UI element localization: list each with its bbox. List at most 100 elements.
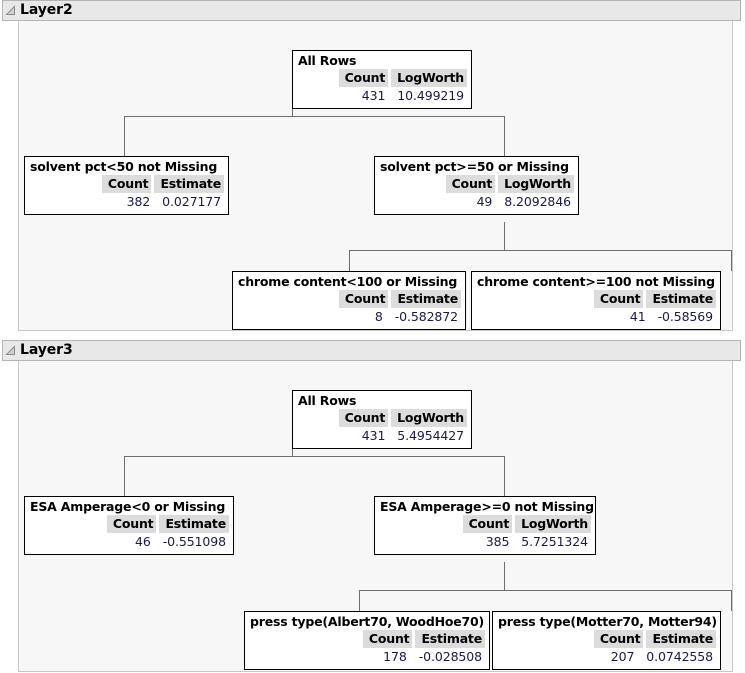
value-metric: 10.499219 bbox=[397, 88, 464, 103]
node-title: press type(Albert70, WoodHoe70) bbox=[250, 614, 485, 629]
column-header-count: Count bbox=[338, 409, 389, 427]
column-header-metric: Estimate bbox=[646, 290, 716, 308]
node-column-headers: Count LogWorth bbox=[375, 515, 595, 533]
value-metric: 8.2092846 bbox=[504, 194, 571, 209]
value-count: 431 bbox=[361, 428, 386, 443]
node-column-headers: Count Estimate bbox=[472, 290, 720, 308]
layer-title: Layer3 bbox=[20, 342, 73, 358]
value-metric: -0.582872 bbox=[394, 309, 458, 324]
node-title: All Rows bbox=[298, 53, 357, 68]
column-header-count: Count bbox=[362, 630, 413, 648]
node-column-headers: Count LogWorth bbox=[375, 175, 578, 193]
node-values: 8 -0.582872 bbox=[233, 308, 465, 329]
connector-right-stem bbox=[504, 222, 505, 250]
tree-node-right[interactable]: solvent pct>=50 or Missing Count LogWort… bbox=[374, 156, 579, 215]
node-values: 385 5.7251324 bbox=[375, 533, 595, 554]
column-header-count: Count bbox=[593, 290, 644, 308]
column-header-metric: Estimate bbox=[154, 175, 224, 193]
connector-right-drop bbox=[504, 116, 505, 156]
connector-level1-bar bbox=[124, 456, 504, 457]
connector-level2-bar bbox=[349, 250, 731, 251]
column-header-metric: LogWorth bbox=[391, 409, 467, 427]
node-values: 207 0.0742558 bbox=[493, 648, 720, 669]
connector-right-drop bbox=[504, 456, 505, 496]
value-count: 46 bbox=[135, 534, 151, 549]
node-title: All Rows bbox=[298, 393, 357, 408]
node-title: solvent pct<50 not Missing bbox=[30, 159, 218, 174]
node-title: chrome content>=100 not Missing bbox=[477, 274, 715, 289]
node-values: 178 -0.028508 bbox=[245, 648, 489, 669]
tree-canvas-layer3: All Rows Count LogWorth 431 5.4954427 ES… bbox=[18, 361, 733, 672]
value-metric: 0.0742558 bbox=[646, 649, 713, 664]
value-metric: -0.58569 bbox=[657, 309, 714, 324]
connector-left-drop bbox=[124, 456, 125, 496]
value-count: 41 bbox=[629, 309, 646, 324]
tree-node-left[interactable]: solvent pct<50 not Missing Count Estimat… bbox=[24, 156, 229, 215]
node-column-headers: Count LogWorth bbox=[293, 69, 471, 87]
value-metric: 5.4954427 bbox=[397, 428, 464, 443]
connector-leafright-drop bbox=[731, 590, 732, 611]
triangle-collapse-icon[interactable] bbox=[4, 0, 17, 21]
tree-node-leaf-left[interactable]: chrome content<100 or Missing Count Esti… bbox=[232, 271, 466, 330]
connector-leafright-drop bbox=[731, 250, 732, 271]
value-metric: -0.551098 bbox=[162, 534, 226, 549]
value-count: 207 bbox=[610, 649, 635, 664]
column-header-count: Count bbox=[338, 69, 389, 87]
tree-node-leaf-right[interactable]: press type(Motter70, Motter94) Count Est… bbox=[492, 611, 721, 670]
node-title: ESA Amperage<0 or Missing bbox=[30, 499, 226, 514]
node-column-headers: Count Estimate bbox=[25, 175, 228, 193]
node-values: 41 -0.58569 bbox=[472, 308, 720, 329]
node-values: 431 5.4954427 bbox=[293, 427, 471, 448]
column-header-metric: Estimate bbox=[391, 290, 461, 308]
node-values: 382 0.027177 bbox=[25, 193, 228, 214]
node-title: ESA Amperage>=0 not Missing bbox=[380, 499, 594, 514]
node-column-headers: Count Estimate bbox=[245, 630, 489, 648]
column-header-metric: Estimate bbox=[159, 515, 229, 533]
value-count: 49 bbox=[476, 194, 493, 209]
value-count: 8 bbox=[374, 309, 383, 324]
value-count: 385 bbox=[485, 534, 510, 549]
tree-canvas-layer2: All Rows Count LogWorth 431 10.499219 so… bbox=[18, 21, 733, 331]
node-column-headers: Count Estimate bbox=[233, 290, 465, 308]
connector-left-drop bbox=[124, 116, 125, 156]
column-header-metric: LogWorth bbox=[498, 175, 574, 193]
tree-node-root[interactable]: All Rows Count LogWorth 431 10.499219 bbox=[292, 50, 472, 109]
value-count: 431 bbox=[361, 88, 386, 103]
layer-panel-layer2: Layer2 All Rows Count LogWorth 431 10.49… bbox=[0, 0, 745, 332]
node-column-headers: Count LogWorth bbox=[293, 409, 471, 427]
column-header-count: Count bbox=[338, 290, 389, 308]
node-values: 49 8.2092846 bbox=[375, 193, 578, 214]
connector-level1-bar bbox=[124, 116, 504, 117]
column-header-count: Count bbox=[106, 515, 157, 533]
tree-node-leaf-left[interactable]: press type(Albert70, WoodHoe70) Count Es… bbox=[244, 611, 490, 670]
value-count: 178 bbox=[383, 649, 407, 664]
node-values: 46 -0.551098 bbox=[25, 533, 233, 554]
column-header-count: Count bbox=[445, 175, 496, 193]
column-header-metric: Estimate bbox=[415, 630, 485, 648]
tree-node-right[interactable]: ESA Amperage>=0 not Missing Count LogWor… bbox=[374, 496, 596, 555]
tree-node-root[interactable]: All Rows Count LogWorth 431 5.4954427 bbox=[292, 390, 472, 449]
column-header-count: Count bbox=[593, 630, 644, 648]
tree-node-left[interactable]: ESA Amperage<0 or Missing Count Estimate… bbox=[24, 496, 234, 555]
node-title: solvent pct>=50 or Missing bbox=[380, 159, 569, 174]
column-header-count: Count bbox=[101, 175, 152, 193]
value-metric: -0.028508 bbox=[418, 649, 482, 664]
tree-node-leaf-right[interactable]: chrome content>=100 not Missing Count Es… bbox=[471, 271, 721, 330]
outline-header-layer2[interactable]: Layer2 bbox=[2, 0, 741, 21]
column-header-metric: Estimate bbox=[646, 630, 716, 648]
value-count: 382 bbox=[126, 194, 151, 209]
value-metric: 5.7251324 bbox=[521, 534, 588, 549]
node-column-headers: Count Estimate bbox=[493, 630, 720, 648]
column-header-count: Count bbox=[462, 515, 513, 533]
node-title: press type(Motter70, Motter94) bbox=[498, 614, 717, 629]
triangle-collapse-icon[interactable] bbox=[4, 340, 17, 361]
column-header-metric: LogWorth bbox=[515, 515, 591, 533]
node-column-headers: Count Estimate bbox=[25, 515, 233, 533]
value-metric: 0.027177 bbox=[162, 194, 221, 209]
node-values: 431 10.499219 bbox=[293, 87, 471, 108]
layer-title: Layer2 bbox=[20, 2, 73, 18]
node-title: chrome content<100 or Missing bbox=[238, 274, 458, 289]
layer-panel-layer3: Layer3 All Rows Count LogWorth 431 5.495… bbox=[0, 340, 745, 673]
outline-header-layer3[interactable]: Layer3 bbox=[2, 340, 741, 361]
connector-level2-bar bbox=[359, 590, 731, 591]
